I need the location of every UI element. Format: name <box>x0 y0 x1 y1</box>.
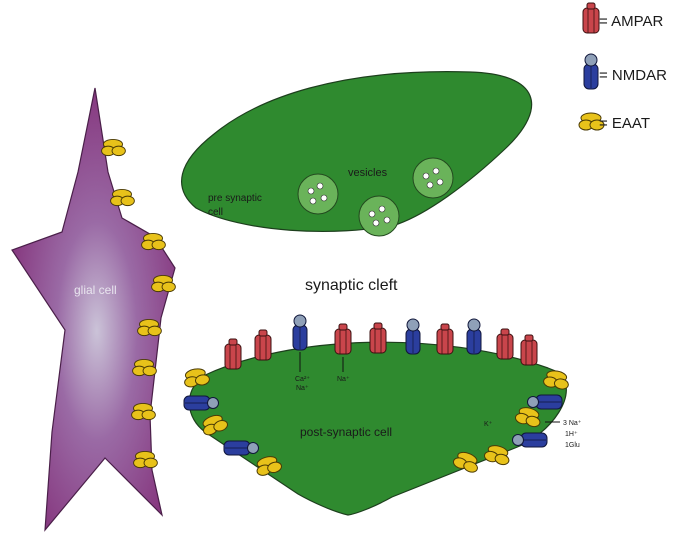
vesicle <box>298 174 338 214</box>
legend-ampar-label: = AMPAR <box>599 13 663 30</box>
ampar-receptor <box>225 339 241 369</box>
nmdar-receptor <box>513 433 548 447</box>
synaptic-cleft-label: synaptic cleft <box>305 277 398 294</box>
eaat-transporter <box>102 139 126 155</box>
nmdar-receptor <box>184 396 219 410</box>
nmdar-legend-icon <box>584 54 598 89</box>
ampar-receptor <box>255 330 271 360</box>
ampar-receptor <box>521 335 537 365</box>
legend-eaat-label: = EAAT <box>599 115 650 132</box>
eaat-transporter <box>138 319 162 335</box>
nmdar-receptor <box>293 315 307 350</box>
post-synaptic-cell-label: post-synaptic cell <box>300 425 392 439</box>
eaat-transporter <box>111 189 135 205</box>
nmdar-receptor <box>406 319 420 354</box>
eaat-transporter <box>133 359 157 375</box>
eaat-ion-label: 3 Na⁺ 1H⁺ 1Glu <box>563 420 583 449</box>
ampar-legend-icon <box>583 3 599 33</box>
glial-cell-label: glial cell <box>74 283 117 297</box>
ampar-receptor <box>370 323 386 353</box>
vesicles-label: vesicles <box>348 167 388 179</box>
nmdar-receptor <box>224 441 259 455</box>
legend-nmdar-label: = NMDAR <box>599 67 667 84</box>
ampar-receptor <box>437 324 453 354</box>
nmdar-receptor <box>528 395 563 409</box>
vesicle <box>359 196 399 236</box>
pre-synaptic-cell <box>182 72 532 232</box>
eaat-transporter <box>132 403 156 419</box>
eaat-transporter <box>134 451 158 467</box>
vesicle <box>413 158 453 198</box>
legend: = AMPAR = NMDAR = EAAT <box>599 13 667 132</box>
ampar-ion-label: Na⁺ <box>337 376 350 383</box>
ampar-receptor <box>497 329 513 359</box>
eaat-transporter <box>142 233 166 249</box>
eaat-transporter <box>152 275 176 291</box>
eaat-counter-ion-label: K⁺ <box>484 421 493 428</box>
nmdar-receptor <box>467 319 481 354</box>
ampar-receptor <box>335 324 351 354</box>
